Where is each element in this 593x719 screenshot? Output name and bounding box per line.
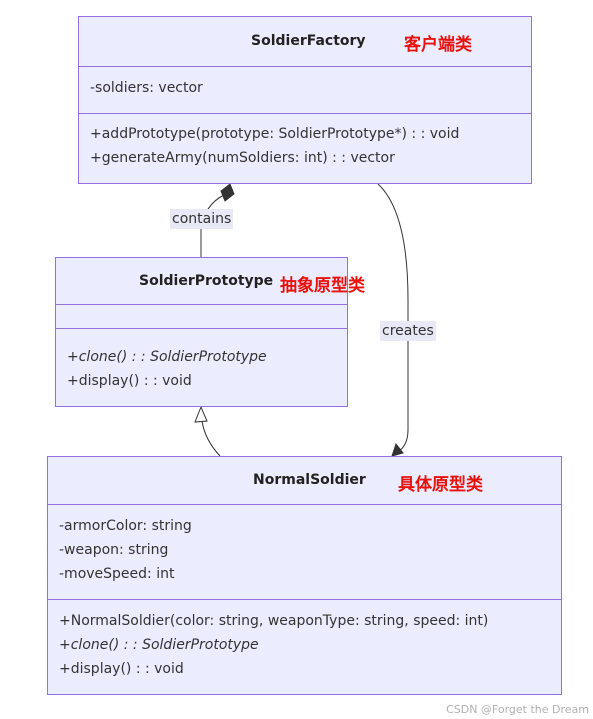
class-header: SoldierPrototype xyxy=(56,258,347,305)
methods-section: +NormalSoldier(color: string, weaponType… xyxy=(48,600,561,694)
method: +clone() : : SoldierPrototype xyxy=(59,637,259,653)
attribute: -soldiers: vector xyxy=(90,80,203,96)
class-name: NormalSoldier xyxy=(253,472,366,488)
class-soldier-prototype[interactable]: SoldierPrototype +clone() : : SoldierPro… xyxy=(55,257,348,407)
class-normal-soldier[interactable]: NormalSoldier -armorColor: string -weapo… xyxy=(47,456,562,695)
inheritance-triangle xyxy=(194,405,208,423)
class-name: SoldierPrototype xyxy=(139,273,274,289)
class-header: NormalSoldier xyxy=(48,457,561,505)
class-soldier-factory[interactable]: SoldierFactory -soldiers: vector +addPro… xyxy=(78,16,532,184)
method: +NormalSoldier(color: string, weaponType… xyxy=(59,613,489,629)
role-tag: 客户端类 xyxy=(404,35,472,55)
role-tag: 抽象原型类 xyxy=(280,276,365,296)
contains-label: contains xyxy=(170,209,234,229)
attribute: -moveSpeed: int xyxy=(59,566,175,582)
methods-section: +clone() : : SoldierPrototype +display()… xyxy=(56,329,347,406)
class-header: SoldierFactory xyxy=(79,17,531,67)
method: +clone() : : SoldierPrototype xyxy=(67,349,267,365)
attributes-section: -armorColor: string -weapon: string -mov… xyxy=(48,505,561,600)
composition-diamond xyxy=(220,183,235,202)
methods-section: +addPrototype(prototype: SoldierPrototyp… xyxy=(79,114,531,183)
method: +generateArmy(numSoldiers: int) : : vect… xyxy=(90,150,395,166)
watermark: CSDN @Forget the Dream xyxy=(446,703,589,716)
inheritance-edge xyxy=(201,420,221,457)
attribute: -weapon: string xyxy=(59,542,169,558)
creates-arrowhead xyxy=(391,442,404,457)
role-tag: 具体原型类 xyxy=(398,475,483,495)
attributes-section xyxy=(56,305,347,329)
class-name: SoldierFactory xyxy=(251,33,366,49)
attribute: -armorColor: string xyxy=(59,518,192,534)
creates-edge xyxy=(377,183,409,453)
creates-label: creates xyxy=(380,321,436,341)
method: +display() : : void xyxy=(67,373,192,389)
method: +addPrototype(prototype: SoldierPrototyp… xyxy=(90,126,460,142)
method: +display() : : void xyxy=(59,661,184,677)
attributes-section: -soldiers: vector xyxy=(79,67,531,114)
